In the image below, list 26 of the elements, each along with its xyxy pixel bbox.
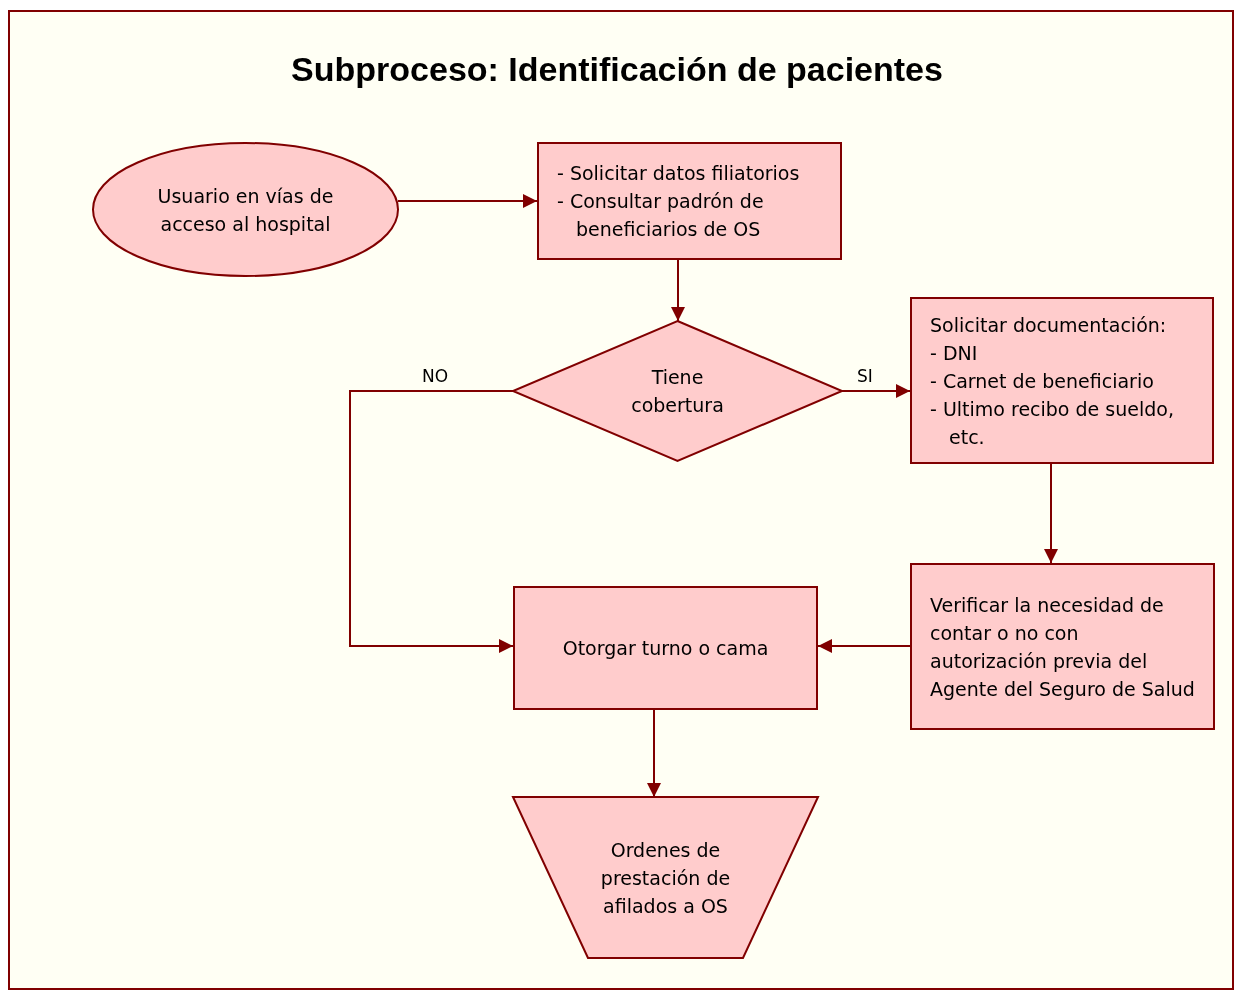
node-text: Ordenes de prestación de afilados a OS: [599, 837, 732, 919]
node-text: - Consultar padrón de beneficiarios de OS: [557, 189, 765, 242]
start-ellipse: [93, 143, 398, 276]
output-trapezoid: [513, 797, 818, 958]
node-text: - Carnet de beneficiario: [930, 368, 1155, 394]
node-text: - Ultimo recibo de sueldo, etc.: [930, 396, 1175, 450]
node-text: Solicitar documentación:: [930, 312, 1168, 338]
process-box: [910, 297, 1214, 464]
arrow: [817, 639, 911, 653]
arrow: [1044, 463, 1058, 564]
arrow: [647, 709, 661, 798]
process-box: [513, 586, 818, 710]
node-text: - Solicitar datos filiatorios: [557, 161, 801, 186]
process-box: [910, 563, 1215, 730]
node-text: Otorgar turno o cama: [562, 636, 769, 661]
diagram-title: Subproceso: Identificación de pacientes: [290, 50, 944, 89]
arrow: [841, 384, 911, 398]
arrow: [397, 194, 538, 208]
decision-diamond: [513, 321, 842, 461]
arrow: [349, 390, 514, 653]
process-box: [537, 142, 842, 260]
node-text: Usuario en vías de acceso al hospital: [156, 183, 335, 237]
node-text: Tiene cobertura: [630, 365, 725, 418]
node-text: - DNI: [930, 340, 979, 366]
node-text: Verificar la necesidad de contar o no con autorización previa del Agente del Seguro de Salud: [930, 592, 1195, 702]
arrow: [671, 259, 685, 322]
